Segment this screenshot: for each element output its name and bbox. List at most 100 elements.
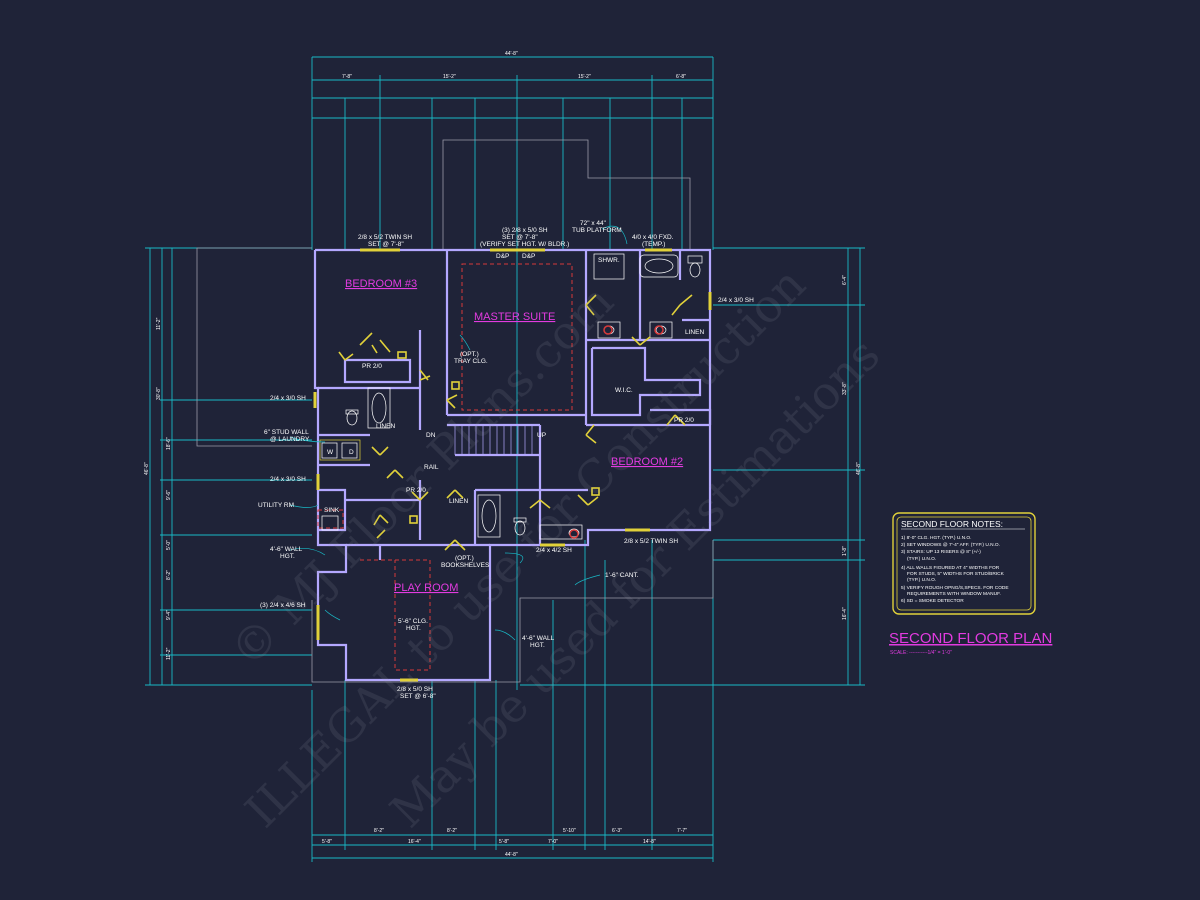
dim-bottom-7: 8'-2": [447, 828, 457, 834]
dim-right-2: 33'-8": [842, 382, 848, 395]
label-window-fixed-temp: (TEMP.): [642, 241, 665, 248]
label-dp-1: D&P: [496, 253, 509, 260]
dim-overall-top: 44'-8": [505, 51, 518, 57]
label-tub-size: 72" x 44": [580, 220, 607, 227]
dim-bottom-2: 16'-4": [408, 839, 421, 845]
label-window-play-left: (3) 2/4 x 4/6 SH: [260, 602, 306, 609]
label-window-master-set: SET @ 7'-8": [502, 234, 538, 241]
dim-right-1: 6'-4": [842, 275, 848, 285]
dim-bottom-3: 5'-8": [499, 839, 509, 845]
label-utility-room: UTILITY RM: [258, 502, 294, 509]
second-floor-notes: SECOND FLOOR NOTES: 1) 8'-0" CLG. HGT. (…: [892, 512, 1036, 615]
label-window-bath2: 2/4 x 4/2 SH: [536, 547, 572, 554]
room-master-suite: MASTER SUITE: [474, 311, 555, 323]
notes-item-7: (TYP.) U.N.O.: [907, 577, 936, 583]
dim-left-8: 11'-2": [166, 647, 172, 660]
leader-lines: [289, 225, 628, 641]
dim-overall-bottom: 44'-8": [505, 852, 518, 858]
label-dp-2: D&P: [522, 253, 535, 260]
notes-item-1: 1) 8'-0" CLG. HGT. (TYP.) U.N.O.: [901, 535, 972, 541]
label-window-play-bottom: 2/8 x 5/0 SH: [397, 686, 433, 693]
dim-left-2: 30'-8": [156, 387, 162, 400]
room-play-room: PLAY ROOM: [394, 582, 458, 594]
label-window-twin-top: 2/8 x 5/2 TWIN SH: [358, 234, 412, 241]
notes-item-2: 2) SET WINDOWS @ 7'-4" AFF. (TYP.) U.N.O…: [901, 542, 1000, 548]
dimension-text: 44'-8" 7'-8" 15'-2" 15'-2" 6'-8" 8'-2" 8…: [144, 51, 862, 858]
label-window-master-verify: (VERIFY SET HGT. W/ BLDR.): [480, 241, 569, 248]
walls: [313, 248, 712, 682]
label-wic: W.I.C.: [615, 387, 633, 394]
dim-bottom-1: 5'-8": [322, 839, 332, 845]
dim-bottom-10: 7'-7": [677, 828, 687, 834]
dim-left-3: 18'-6": [166, 437, 172, 450]
notes-item-3: 3) STAIRS: UP 13 RISERS @ 8" (+/-): [901, 549, 981, 555]
label-wall-height: 4'-6" WALL: [270, 546, 303, 553]
label-bookshelves-opt: (OPT.): [455, 555, 474, 562]
dimension-lines: [145, 56, 865, 862]
label-linen-master: LINEN: [685, 329, 704, 336]
label-bookshelves: BOOKSHELVES: [441, 562, 490, 569]
dim-top-2: 15'-2": [443, 74, 456, 80]
dim-top-4: 6'-8": [676, 74, 686, 80]
notes-title: SECOND FLOOR NOTES:: [901, 519, 1003, 529]
label-window-fixed: 4/0 x 4/0 FXD.: [632, 234, 674, 241]
dim-right-overall: 46'-8": [856, 462, 862, 475]
notes-item-5: 4) ALL WALLS FIGURED AT 4" WIDTHS FOR: [901, 565, 1000, 571]
label-window-twin-top-set: SET @ 7'-8": [368, 241, 404, 248]
dim-bottom-5: 14'-8": [643, 839, 656, 845]
notes-item-8: 5) VERIFY ROUGH OPNG/S,SPECS. FOR CODE: [901, 585, 1009, 591]
label-stud-wall: 6" STUD WALL: [264, 429, 309, 436]
label-washer: W: [327, 449, 334, 456]
dim-right-4: 16'-4": [842, 607, 848, 620]
label-window-right: 2/4 x 3/0 SH: [718, 297, 754, 304]
label-sink: SINK: [324, 507, 340, 514]
dim-top-3: 15'-2": [578, 74, 591, 80]
label-stair-up: UP: [537, 432, 546, 439]
dim-bottom-9: 6'-3": [612, 828, 622, 834]
plan-title: SECOND FLOOR PLAN: [889, 630, 1052, 647]
dim-left-5: 5'-0": [166, 540, 172, 550]
sink-markers: [569, 325, 664, 539]
notes-item-9: REQUIREMENTS WITH WINDOW MANUF.: [907, 591, 1001, 597]
label-wall-height-hgt: HGT.: [280, 553, 295, 560]
label-cantilever: 1'-6" CANT.: [605, 572, 639, 579]
label-window-left-1: 2/4 x 3/0 SH: [270, 395, 306, 402]
label-rail: RAIL: [424, 464, 439, 471]
label-stair-down: DN: [426, 432, 436, 439]
dim-bottom-6: 8'-2": [374, 828, 384, 834]
label-linen-hall: LINEN: [376, 423, 395, 430]
label-dryer: D: [349, 449, 354, 456]
dim-right-3: 1'-8": [842, 546, 848, 556]
windows-and-doors: [313, 248, 712, 682]
dim-bottom-4: 7'-0": [548, 839, 558, 845]
label-tub-platform: TUB PLATFORM: [572, 227, 622, 234]
label-pr-hall: PR 2/0: [406, 487, 426, 494]
label-window-bedroom2: 2/8 x 5/2 TWIN SH: [624, 538, 678, 545]
label-ceiling-height: 5'-6" CLG.: [398, 618, 428, 625]
label-wall-height-right-hgt: HGT.: [530, 642, 545, 649]
label-ceiling-height-hgt: HGT.: [406, 625, 421, 632]
label-wall-height-right: 4'-6" WALL: [522, 635, 555, 642]
notes-item-6: FOR STUDS, 5" WIDTHS FOR STUD/BRICK: [907, 571, 1005, 577]
room-bedroom-3: BEDROOM #3: [345, 278, 417, 290]
label-stud-wall-laundry: @ LAUNDRY: [270, 436, 310, 443]
label-linen-bath: LINEN: [449, 498, 468, 505]
fixtures: [319, 253, 703, 540]
dim-top-1: 7'-8": [342, 74, 352, 80]
label-window-play-bottom-set: SET @ 6'-8": [400, 693, 436, 700]
label-pr-bedroom2: PR 2/0: [674, 417, 694, 424]
dim-bottom-8: 5'-10": [563, 828, 576, 834]
label-shower: SHWR.: [598, 257, 620, 264]
label-tray-opt: (OPT.): [460, 351, 479, 358]
lower-floor-outline: [196, 139, 714, 683]
label-tray-clg: TRAY CLG.: [454, 358, 488, 365]
label-window-master: (3) 2/8 x 5/0 SH: [502, 227, 548, 234]
dim-left-7: 9'-4": [166, 610, 172, 620]
hidden-lines: [317, 263, 573, 671]
label-pr-bedroom3: PR 2/0: [362, 363, 382, 370]
dim-left-overall: 46'-8": [144, 462, 150, 475]
room-bedroom-2: BEDROOM #2: [611, 456, 683, 468]
notes-item-10: 6) SD = SMOKE DETECTOR: [901, 598, 964, 604]
